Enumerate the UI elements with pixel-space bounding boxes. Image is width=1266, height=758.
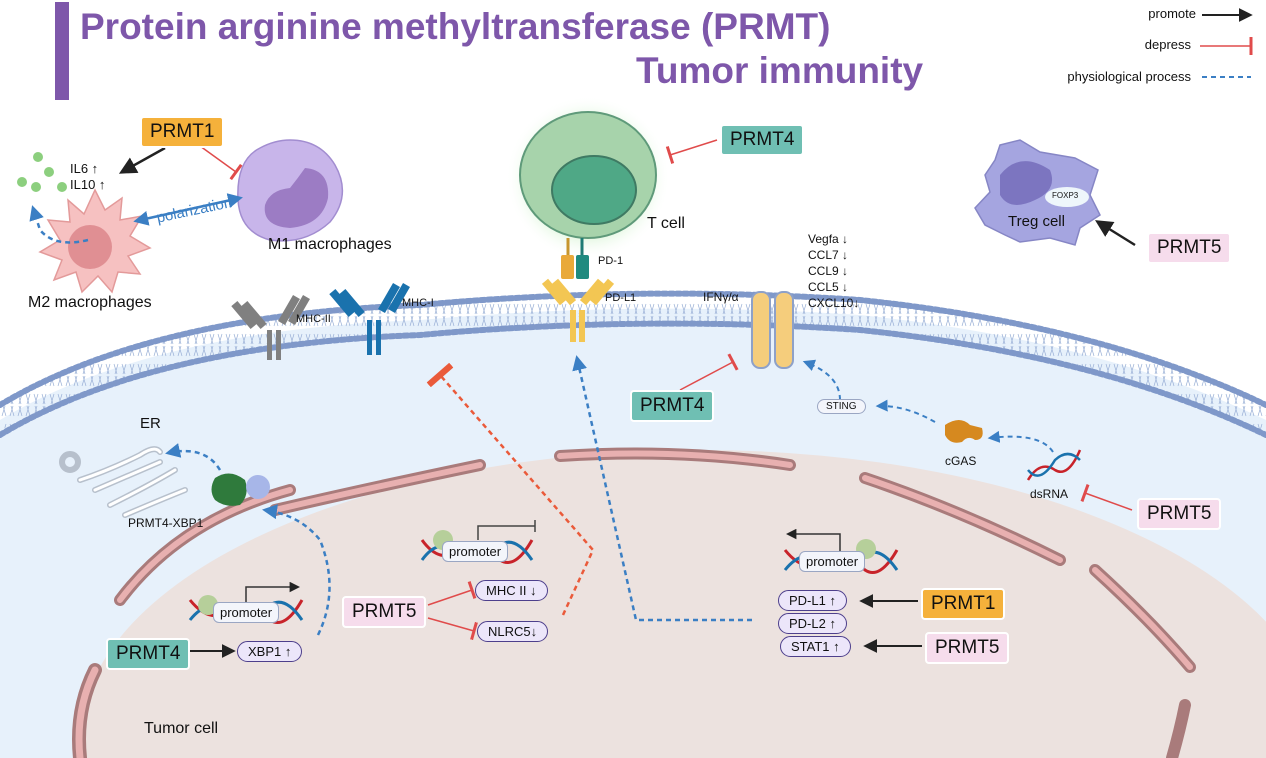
gene-pdl2: PD-L2 ↑ xyxy=(778,613,847,634)
legend-depress: depress xyxy=(1144,37,1191,52)
cell-membrane xyxy=(0,290,1266,438)
inhibit-prmt1-m1 xyxy=(199,145,243,181)
er-organelle-inner xyxy=(78,447,187,517)
treg-cell-label: Treg cell xyxy=(1008,213,1065,230)
cytokine-il6: IL6 ↑ xyxy=(70,161,99,176)
transcription-arrow-pdl1 xyxy=(785,528,841,552)
prmt4-xbp1-complex xyxy=(211,473,270,506)
nucleus xyxy=(72,447,1266,758)
process-cgas-sting xyxy=(875,399,936,423)
inhibit-prmt5-nlrc5 xyxy=(427,617,478,641)
arrow-prmt1-il6 xyxy=(118,146,166,174)
chemokine-item: CCL5 ↓ xyxy=(808,280,849,294)
prmt5-treg-badge: PRMT5 xyxy=(1147,232,1232,264)
mhc-ii-label: MHC-II xyxy=(296,313,331,325)
promoter-mhc: promoter xyxy=(442,541,509,562)
inhibit-prmt5-dsrna xyxy=(1080,484,1133,511)
foxp3-label: FOXP3 xyxy=(1052,191,1079,200)
gene-xbp1: XBP1 ↑ xyxy=(237,641,303,662)
title-accent-bar xyxy=(55,2,69,100)
prmt1-pdl1-badge: PRMT1 xyxy=(921,588,1006,620)
inhibit-prmt5-mhc2 xyxy=(427,580,477,606)
gene-pdl1: PD-L1 ↑ xyxy=(778,590,847,611)
m2-macrophage-label: M2 macrophages xyxy=(28,294,152,311)
m1-macrophage xyxy=(237,139,344,242)
legend-physiological: physiological process xyxy=(1067,69,1191,84)
t-cell xyxy=(506,96,670,279)
cgas-label: cGAS xyxy=(945,454,977,468)
legend-promote: promote xyxy=(1148,6,1196,21)
prmt5-stat1-badge: PRMT5 xyxy=(925,632,1010,664)
gene-stat1: STAT1 ↑ xyxy=(780,636,851,657)
t-cell-label: T cell xyxy=(647,215,685,232)
m1-macrophage-label: M1 macrophages xyxy=(268,236,392,253)
prmt4-tcell-badge: PRMT4 xyxy=(720,124,805,156)
cytokine-dots xyxy=(17,152,67,192)
prmt5-dsrna-badge: PRMT5 xyxy=(1137,498,1222,530)
inhibit-prmt4-tcell xyxy=(665,139,718,165)
dsrna-helix xyxy=(1026,449,1082,481)
page-subtitle: Tumor immunity xyxy=(636,50,924,91)
process-xbp1-complex xyxy=(262,504,331,636)
arrow-prmt5-treg xyxy=(1095,220,1136,247)
tumor-cell-label: Tumor cell xyxy=(144,720,219,737)
prmt5-mhc-badge: PRMT5 xyxy=(342,596,427,628)
process-sting-ifn xyxy=(802,359,841,401)
transcription-arrow-xbp1 xyxy=(245,581,301,602)
process-m2-secretion xyxy=(29,205,89,244)
ifn-label: IFNγ/α xyxy=(703,290,739,304)
arrow-polarization xyxy=(133,193,243,226)
gene-mhc2: MHC II ↓ xyxy=(475,580,548,601)
treg-cell xyxy=(974,139,1101,246)
chemokine-item: CCL9 ↓ xyxy=(808,264,849,278)
process-nlrc5-mhc xyxy=(426,362,595,616)
cgas-protein xyxy=(945,420,983,443)
chemokine-item: CCL7 ↓ xyxy=(808,248,849,262)
gene-nlrc5: NLRC5↓ xyxy=(477,621,549,642)
mhc-i-label: MHC-I xyxy=(402,297,434,309)
prmt4-xbp1-badge: PRMT4 xyxy=(106,638,191,670)
ifn-receptor xyxy=(751,291,794,369)
pd1-label: PD-1 xyxy=(598,255,624,267)
pdl1-label: PD-L1 xyxy=(605,292,637,304)
chemokine-item: Vegfa ↓ xyxy=(808,232,849,246)
pdl1-receptor xyxy=(541,278,615,342)
process-pdl1-receptor xyxy=(572,355,752,622)
transcription-block-mhc xyxy=(477,520,536,540)
promoter-xbp1: promoter xyxy=(213,602,280,623)
er-label: ER xyxy=(140,415,161,432)
promoter-pdl1: promoter xyxy=(799,551,866,572)
inhibit-prmt4-ifn xyxy=(679,353,739,391)
mhc-i-receptor xyxy=(329,283,410,355)
sting-label: STING xyxy=(817,399,866,414)
dsrna-label: dsRNA xyxy=(1030,487,1069,501)
cytokine-il10: IL10 ↑ xyxy=(70,177,106,192)
prmt4-ifn-badge: PRMT4 xyxy=(630,390,715,422)
prmt1-macrophage-badge: PRMT1 xyxy=(140,116,225,148)
page-title: Protein arginine methyltransferase (PRMT… xyxy=(80,6,831,47)
chemokine-item: CXCL10↓ xyxy=(808,296,860,310)
process-complex-er xyxy=(165,443,222,471)
mhc-ii-receptor xyxy=(231,295,310,360)
prmt4-xbp1-label: PRMT4-XBP1 xyxy=(128,516,204,530)
process-dsrna-cgas xyxy=(987,430,1054,453)
chemokine-list: Vegfa ↓ CCL7 ↓ CCL9 ↓ CCL5 ↓ CXCL10↓ xyxy=(808,231,859,311)
